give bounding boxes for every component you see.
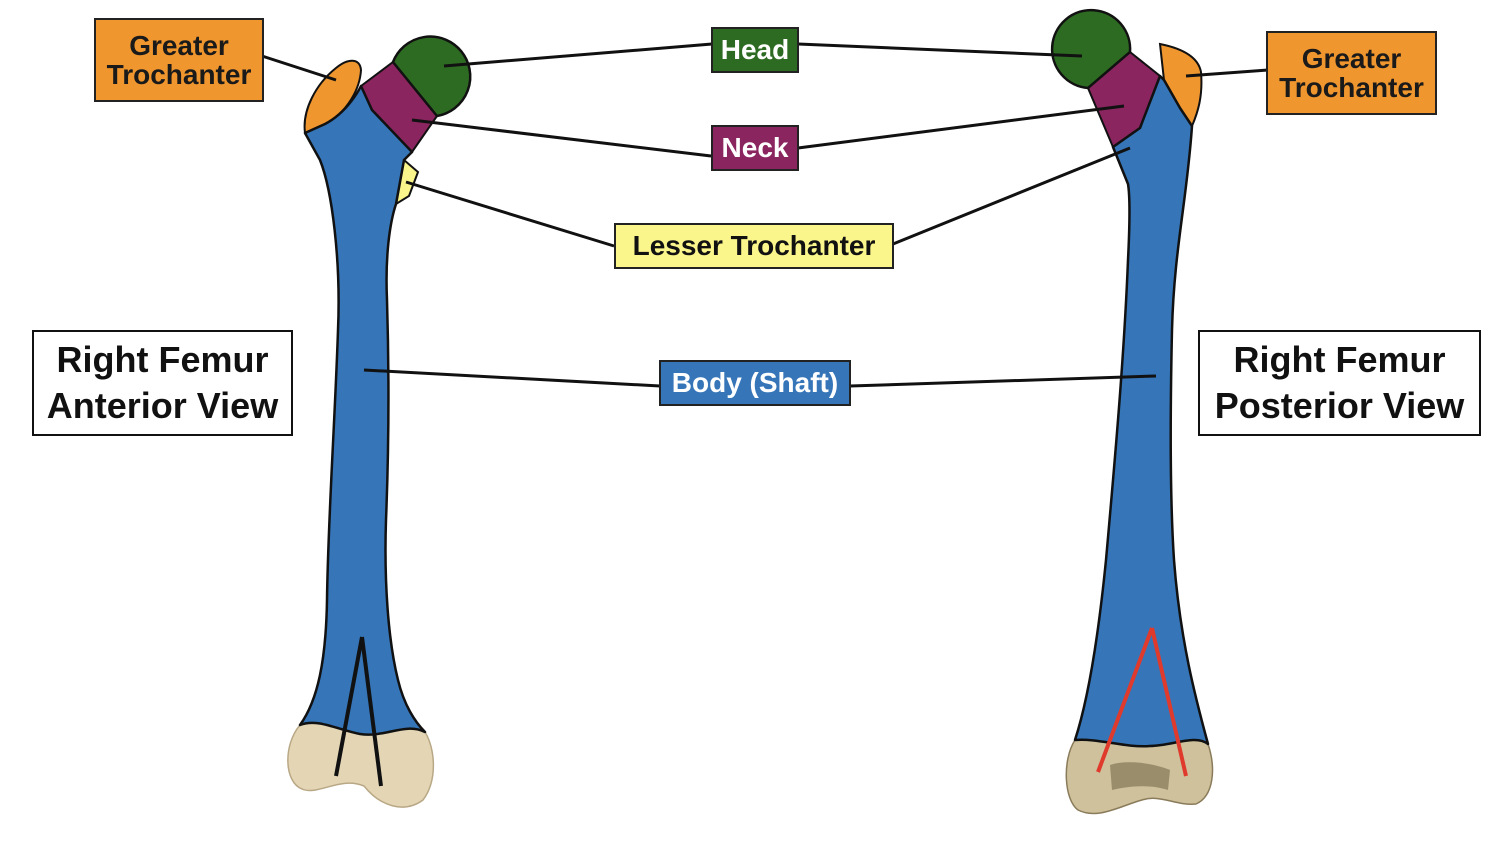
label-neck: Neck	[711, 125, 799, 171]
posterior-condyle-shadow	[1110, 762, 1170, 790]
posterior-linea-aspera-right	[1150, 627, 1188, 777]
label-greater-trochanter-left-line1: Greater	[129, 29, 229, 61]
posterior-linea-aspera-left	[1096, 627, 1154, 773]
leader-neck-left	[411, 118, 712, 158]
leader-lesser-trochanter-left	[405, 180, 615, 248]
label-greater-trochanter-right: Greater Trochanter	[1266, 31, 1437, 115]
leader-lesser-trochanter-right	[892, 146, 1131, 246]
leader-body-left	[363, 368, 661, 388]
leader-head-left	[443, 42, 713, 68]
leader-body-right	[849, 374, 1157, 388]
posterior-femoral-shaft	[1073, 74, 1210, 748]
view-title-anterior: Right Femur Anterior View	[32, 330, 293, 436]
label-lesser-trochanter-text: Lesser Trochanter	[632, 230, 876, 262]
anterior-ridge-line-right	[360, 636, 383, 787]
label-greater-trochanter-right-line1: Greater	[1301, 42, 1402, 74]
label-body-shaft: Body (Shaft)	[659, 360, 851, 406]
label-lesser-trochanter: Lesser Trochanter	[614, 223, 894, 269]
leader-neck-right	[797, 104, 1125, 150]
anterior-ridge-line-left	[334, 636, 364, 777]
leader-greater-trochanter-right	[1185, 68, 1269, 78]
view-title-anterior-line2: Anterior View	[46, 385, 279, 426]
label-greater-trochanter-right-line2: Trochanter	[1279, 72, 1424, 103]
anterior-femoral-shaft	[298, 84, 427, 736]
leader-greater-trochanter-left	[261, 54, 337, 82]
view-title-posterior: Right Femur Posterior View	[1198, 330, 1481, 436]
anterior-distal-condyles	[287, 722, 435, 808]
leader-lines	[261, 42, 1269, 388]
leader-head-right	[797, 42, 1083, 58]
view-title-posterior-line2: Posterior View	[1214, 385, 1465, 426]
label-greater-trochanter-left: Greater Trochanter	[94, 18, 264, 102]
posterior-femoral-head	[1050, 8, 1132, 90]
label-head: Head	[711, 27, 799, 73]
label-body-shaft-text: Body (Shaft)	[671, 367, 839, 399]
view-title-anterior-line1: Right Femur	[56, 338, 269, 380]
label-neck-text: Neck	[721, 132, 789, 164]
label-greater-trochanter-left-line2: Trochanter	[106, 59, 252, 90]
label-head-text: Head	[720, 34, 790, 66]
anterior-femoral-head	[391, 35, 472, 118]
posterior-femur	[1050, 8, 1214, 815]
anterior-femur	[287, 35, 472, 808]
view-title-posterior-line1: Right Femur	[1233, 338, 1446, 380]
